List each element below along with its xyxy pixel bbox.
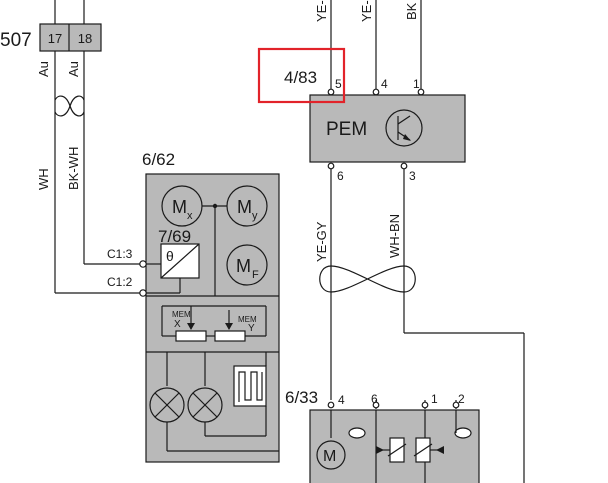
module-6-33-pin-6: 6 [371,392,378,406]
connector-body [39,23,102,52]
motor-f [226,244,268,286]
motor-y-sub: y [252,210,258,222]
wire-label-ye-gy: YE-GY [314,221,329,262]
sensor-symbol: θ [166,248,174,264]
pin-c1-2-label: C1:2 [107,275,133,289]
motor-f-sub: F [252,269,259,281]
pem-top-wire-3: BK [404,2,419,20]
mem-y-label: MEM [238,315,257,324]
twisted-pair-left-b [54,95,85,117]
mem-x-label: MEM [172,310,191,319]
motor-x-label: M [172,197,187,217]
transistor-icon [385,109,423,147]
connector-pin-17: 17 [48,31,62,46]
module-6-33-pin-4: 4 [338,393,345,407]
connector-id: 507 [0,30,32,51]
module-6-62-id: 6/62 [142,150,175,169]
module-6-33-pin-1: 1 [431,392,438,406]
module-6-33-id: 6/33 [285,388,318,407]
wire-label-bk-wh: BK-WH [66,147,81,190]
motor-6-33 [316,440,346,470]
pem-pin-3: 3 [409,169,416,183]
motor-y-label: M [237,197,252,217]
pem-label: PEM [326,119,367,140]
module-6-33-pin-2: 2 [458,392,465,406]
module-pem: YE- YE- BK 5 4 1 PEM 4/83 6 3 YE-GY WH-B… [257,0,525,483]
mem-x-sub: X [174,319,181,330]
wire-label-wh: WH [36,168,51,190]
pem-top-wire-1: YE- [314,0,329,22]
wire-label-wh-bn: WH-BN [387,214,402,258]
pem-pin-5: 5 [335,77,342,91]
potentiometer-x [175,330,207,342]
twisted-pair-right [319,265,416,293]
module-6-33: 6/33 4 6 1 2 M [285,388,480,483]
wire-label-au-left: Au [36,61,51,77]
pin-c1-3 [139,260,147,268]
pem-top-wire-2: YE- [359,0,374,22]
motor-x-sub: x [187,210,193,222]
potentiometer-y [214,330,246,342]
connector-pin-18: 18 [78,31,92,46]
sensor-id: 7/69 [158,227,191,246]
pem-id: 4/83 [284,68,317,87]
pem-pin-6: 6 [337,169,344,183]
pin-c1-2 [139,289,147,297]
connector-507: 507 17 18 [0,0,102,52]
pin-c1-3-label: C1:3 [107,247,133,261]
pem-pin-1: 1 [413,77,420,91]
wires-left: Au Au WH BK-WH [36,51,141,294]
mem-y-sub: Y [248,323,255,334]
pem-pin-4: 4 [381,77,388,91]
motor-f-label: M [236,256,251,276]
module-6-62: 6/62 M x M y M F 7/69 θ C1:3 C1:2 MEM [107,150,280,463]
motor-6-33-label: M [323,448,336,465]
wire-label-au-right: Au [66,61,81,77]
highlight-box [257,47,346,104]
